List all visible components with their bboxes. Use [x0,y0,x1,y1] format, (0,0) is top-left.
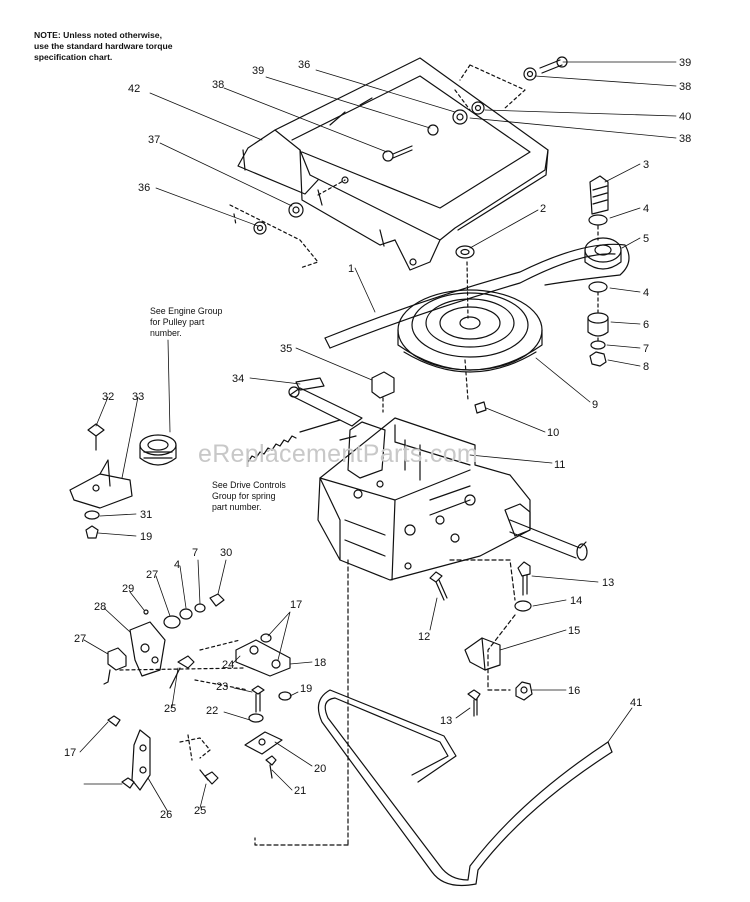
reference-line: See Engine Group [150,306,223,316]
callout-label: 4 [643,203,649,215]
callout-label: 7 [192,547,198,559]
callout-label: 27 [74,633,86,645]
callout-label: 15 [568,625,580,637]
watermark: eReplacementParts.com [198,440,479,468]
callout-label: 29 [122,583,134,595]
callout-label: 1 [348,263,354,275]
main-pulley [397,245,543,373]
callout-label: 19 [140,531,152,543]
reference-line: See Drive Controls [212,480,286,490]
callout-label: 18 [314,657,326,669]
leader-lines [79,61,677,813]
reference-line: for Pulley part [150,317,205,327]
drive-belt [324,243,630,349]
callout-label: 32 [102,391,114,403]
lower-bracket [464,637,533,717]
callout-label: 38 [679,133,691,145]
callout-label: 19 [300,683,312,695]
callout-label: 22 [206,705,218,717]
callout-label: 4 [643,287,649,299]
reference-line: number. [150,328,182,338]
callout-label: 2 [540,203,546,215]
callout-label: 5 [643,233,649,245]
shift-rod [317,689,613,887]
note-line: specification chart. [34,52,113,62]
callout-label: 39 [252,65,264,77]
callout-label: 14 [570,595,582,607]
callout-label: 36 [138,182,150,194]
callout-label: 27 [146,569,158,581]
callout-label: 20 [314,763,326,775]
callout-label: 7 [643,343,649,355]
callout-label: 30 [220,547,232,559]
callout-label: 36 [298,59,310,71]
small-parts-upper [295,359,487,414]
callout-label: 6 [643,319,649,331]
callout-label: 41 [630,697,642,709]
callout-label: 28 [94,601,106,613]
reference-line: Group for spring [212,491,276,501]
callout-label: 11 [554,459,565,471]
engine-group-reference: See Engine Group for Pulley part number. [150,306,320,339]
callout-label: 16 [568,685,580,697]
callout-label: 31 [140,509,152,521]
callout-label: 21 [294,785,306,797]
mounting-bolts [254,559,532,846]
callout-label: 17 [64,747,76,759]
drive-controls-reference: See Drive Controls Group for spring part… [212,480,382,513]
callout-label: 25 [164,703,176,715]
callout-label: 13 [440,715,452,727]
transaxle [247,386,588,581]
callout-label: 35 [280,343,292,355]
idler-pulley-stack [584,175,622,367]
callout-label: 33 [132,391,144,403]
callout-label: 3 [643,159,649,171]
callout-label: 12 [418,631,430,643]
callout-label: 24 [222,659,234,671]
callout-label: 40 [679,111,691,123]
callout-label: 37 [148,134,160,146]
callout-label: 25 [194,805,206,817]
linkage-assembly [103,593,292,791]
callout-label: 23 [216,681,228,693]
callout-label: 34 [232,373,244,385]
callout-label: 9 [592,399,598,411]
callout-label: 17 [290,599,302,611]
callout-label: 10 [547,427,559,439]
callout-label: 42 [128,83,140,95]
note-line: use the standard hardware torque [34,41,173,51]
mounting-bracket [229,56,568,271]
callout-label: 13 [602,577,614,589]
callout-label: 4 [174,559,180,571]
left-bracket-assembly [69,423,177,539]
callout-label: 38 [212,79,224,91]
callout-label: 38 [679,81,691,93]
callout-label: 8 [643,361,649,373]
callout-label: 39 [679,57,691,69]
callout-labels: 39 38 40 38 36 39 38 42 37 36 3 2 4 5 1 … [64,57,691,821]
reference-line: part number. [212,502,262,512]
note-line: NOTE: Unless noted otherwise, [34,30,162,40]
callout-label: 26 [160,809,172,821]
torque-note: NOTE: Unless noted otherwise, use the st… [34,30,254,63]
